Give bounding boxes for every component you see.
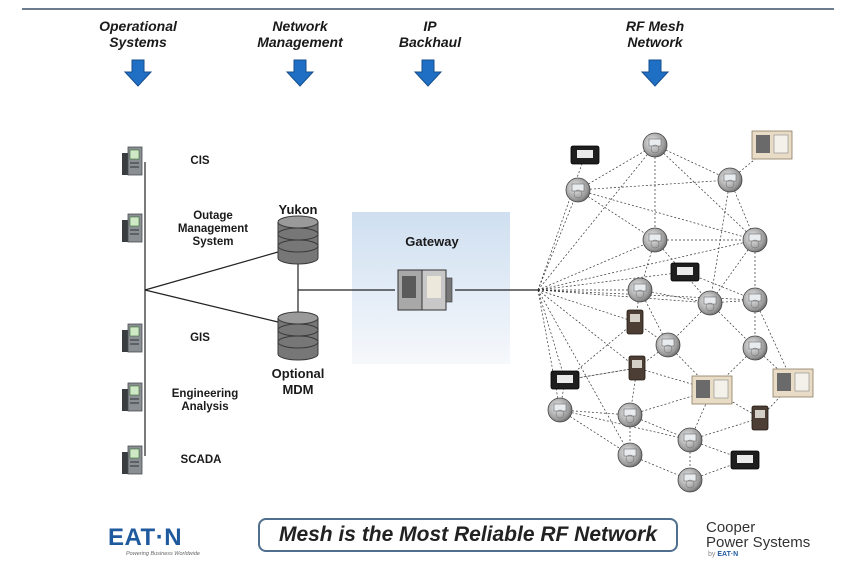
collector-icon (670, 262, 700, 282)
gateway-label: Gateway (405, 234, 459, 249)
cis-server-icon (121, 146, 143, 176)
yukon-database-icon (277, 215, 319, 265)
optional-mdm-label: Optional MDM (271, 366, 325, 397)
mdm-database-icon (277, 311, 319, 361)
down-arrow-icon (124, 59, 152, 87)
control-panel-icon (751, 130, 793, 160)
meter-icon (642, 227, 668, 253)
meter-icon (717, 167, 743, 193)
oms-server-icon (121, 213, 143, 243)
meter-icon (742, 227, 768, 253)
eaton-tagline: Powering Business Worldwide (126, 551, 200, 557)
meter-icon (677, 467, 703, 493)
gis-label: GIS (190, 332, 210, 344)
cooper-by-eaton: by EAT·N (708, 551, 739, 558)
meter-icon (617, 402, 643, 428)
meter-icon (642, 132, 668, 158)
control-panel-icon (772, 368, 814, 398)
mesh-links (537, 144, 794, 481)
engineering-server-icon (121, 382, 143, 412)
meter-icon (547, 397, 573, 423)
backbone-links (144, 162, 538, 456)
collector-icon (730, 450, 760, 470)
engineering-analysis-label: Engineering Analysis (171, 388, 239, 413)
cooper-power-systems-logo: Cooper Power Systems (706, 519, 811, 551)
meter-icon (565, 177, 591, 203)
gis-server-icon (121, 323, 143, 353)
down-arrow-icon (414, 59, 442, 87)
tagline-banner: Mesh is the Most Reliable RF Network (258, 518, 678, 552)
header-rf-mesh-network: RF Mesh Network (625, 18, 685, 50)
load-control-icon (751, 405, 769, 431)
meter-icon (655, 332, 681, 358)
scada-label: SCADA (180, 454, 222, 466)
yukon-label: Yukon (278, 202, 318, 217)
down-arrow-icon (641, 59, 669, 87)
collector-icon (550, 370, 580, 390)
meter-icon (742, 335, 768, 361)
top-divider (22, 8, 834, 10)
cis-label: CIS (190, 155, 210, 167)
eaton-logo: EAT·N (108, 524, 183, 551)
control-panel-icon (691, 375, 733, 405)
meter-icon (697, 290, 723, 316)
scada-server-icon (121, 445, 143, 475)
header-ip-backhaul: IP Backhaul (398, 18, 462, 50)
header-network-management: Network Management (257, 18, 343, 50)
meter-icon (742, 287, 768, 313)
header-operational-systems: Operational Systems (99, 18, 177, 50)
load-control-icon (628, 355, 646, 381)
collector-icon (570, 145, 600, 165)
outage-management-label: Outage Management System (177, 210, 249, 248)
meter-icon (627, 277, 653, 303)
gateway-device-icon (397, 269, 453, 311)
down-arrow-icon (286, 59, 314, 87)
meter-icon (677, 427, 703, 453)
meter-icon (617, 442, 643, 468)
load-control-icon (626, 309, 644, 335)
